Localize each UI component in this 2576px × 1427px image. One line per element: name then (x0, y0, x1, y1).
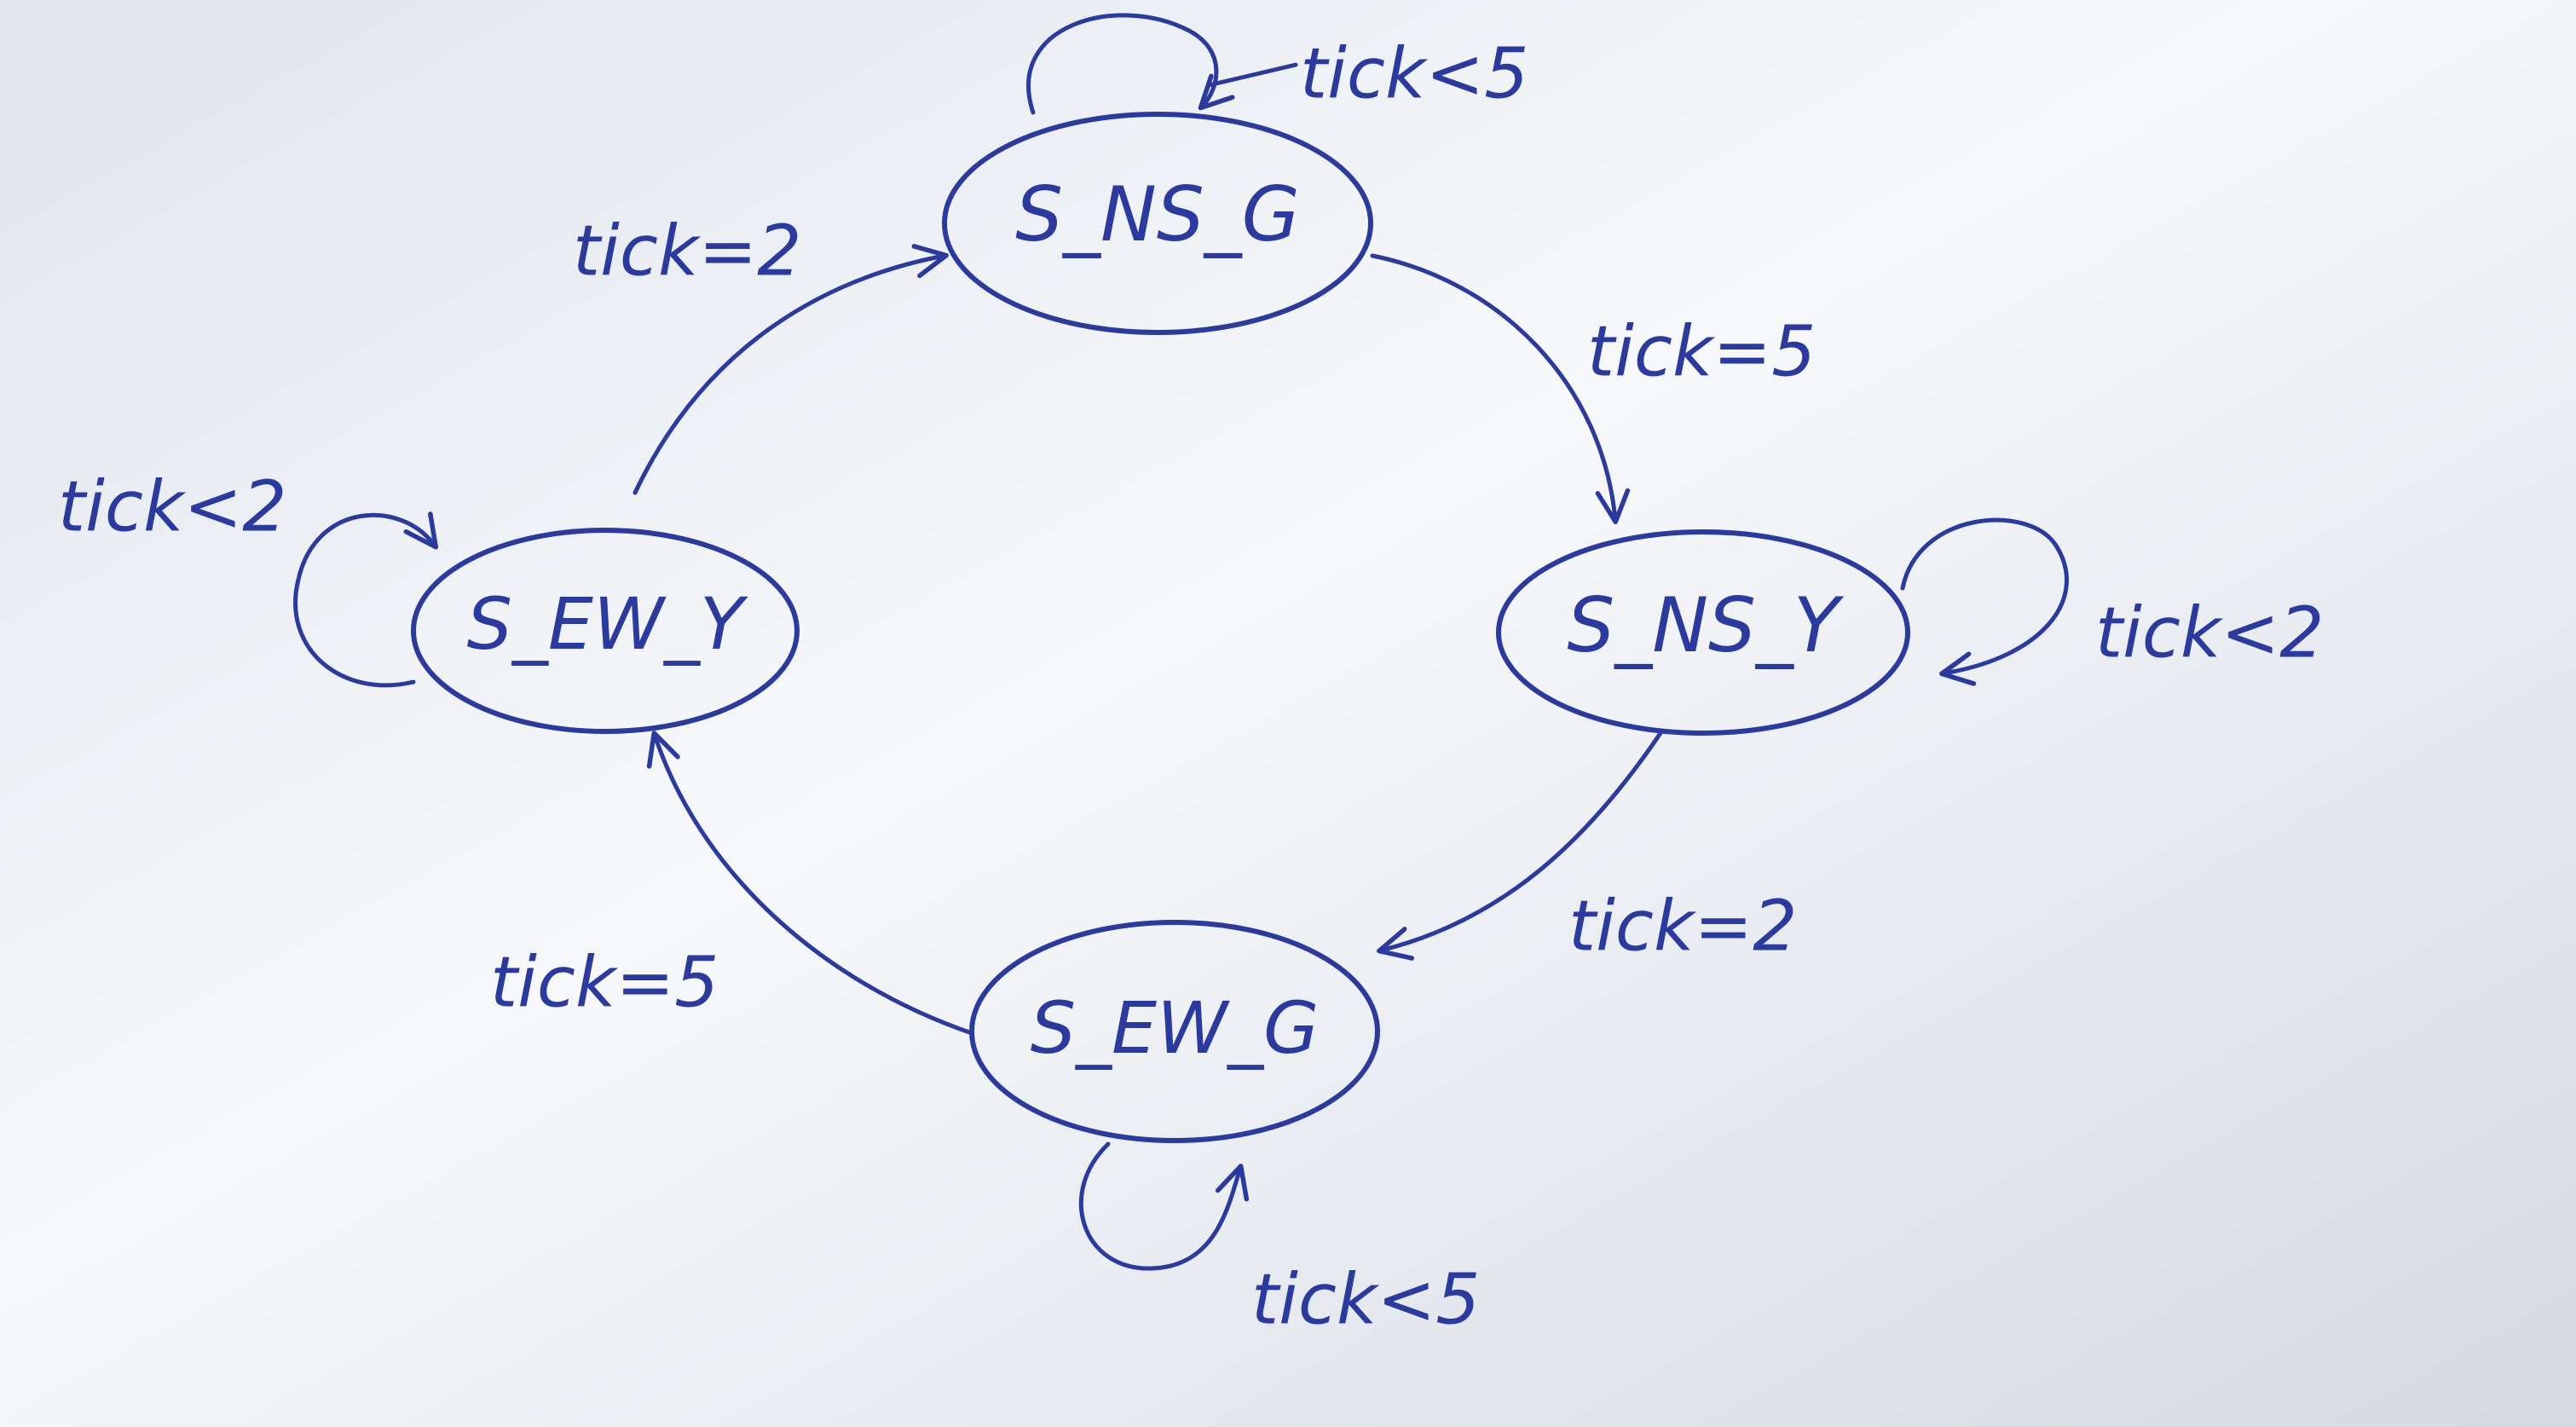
edge-ew-y-to-ns-g (632, 244, 949, 495)
edge-ns-y-self-loop (1900, 517, 2069, 686)
label-ns-g-to-ns-y: tick=5 (1587, 311, 1816, 392)
label-ns-y-self: tick<2 (2095, 592, 2324, 673)
state-s-ns-y: S_NS_Y (1496, 529, 1910, 736)
diagram-ink: S_NS_G S_NS_Y S_EW_G S_EW_Y (58, 13, 2324, 1340)
state-s-ns-g-label: S_NS_G (1015, 170, 1300, 258)
label-ns-g-self: tick<5 (1300, 33, 1528, 114)
state-s-ns-g-ellipse (942, 112, 1373, 335)
label-ew-g-self: tick<5 (1251, 1259, 1480, 1340)
edge-ns-y-to-ew-g (1377, 731, 1663, 961)
state-s-ew-g-label: S_EW_G (1031, 986, 1320, 1070)
label-ns-y-to-ew-g: tick=2 (1568, 886, 1797, 967)
edge-ew-g-self-loop (1078, 1141, 1250, 1271)
label-ew-y-self: tick<2 (58, 466, 286, 547)
edge-ns-g-to-ns-y (1370, 253, 1631, 524)
edge-ns-g-self-label-tick (1206, 62, 1298, 88)
state-s-ns-g: S_NS_G (942, 112, 1373, 335)
edge-ns-g-self-loop (1026, 13, 1235, 115)
state-s-ns-y-ellipse (1496, 529, 1910, 736)
state-s-ns-y-label: S_NS_Y (1567, 581, 1845, 669)
label-ew-g-to-ew-y: tick=5 (490, 942, 719, 1023)
label-ew-y-to-ns-g: tick=2 (573, 211, 801, 292)
state-s-ew-y: S_EW_Y (411, 528, 800, 734)
edge-ew-y-self-loop (293, 511, 439, 688)
state-s-ew-y-label: S_EW_Y (467, 582, 748, 666)
edge-ew-g-to-ew-y (646, 731, 974, 1036)
state-s-ew-y-ellipse (411, 528, 800, 734)
state-s-ew-g: S_EW_G (969, 920, 1380, 1143)
